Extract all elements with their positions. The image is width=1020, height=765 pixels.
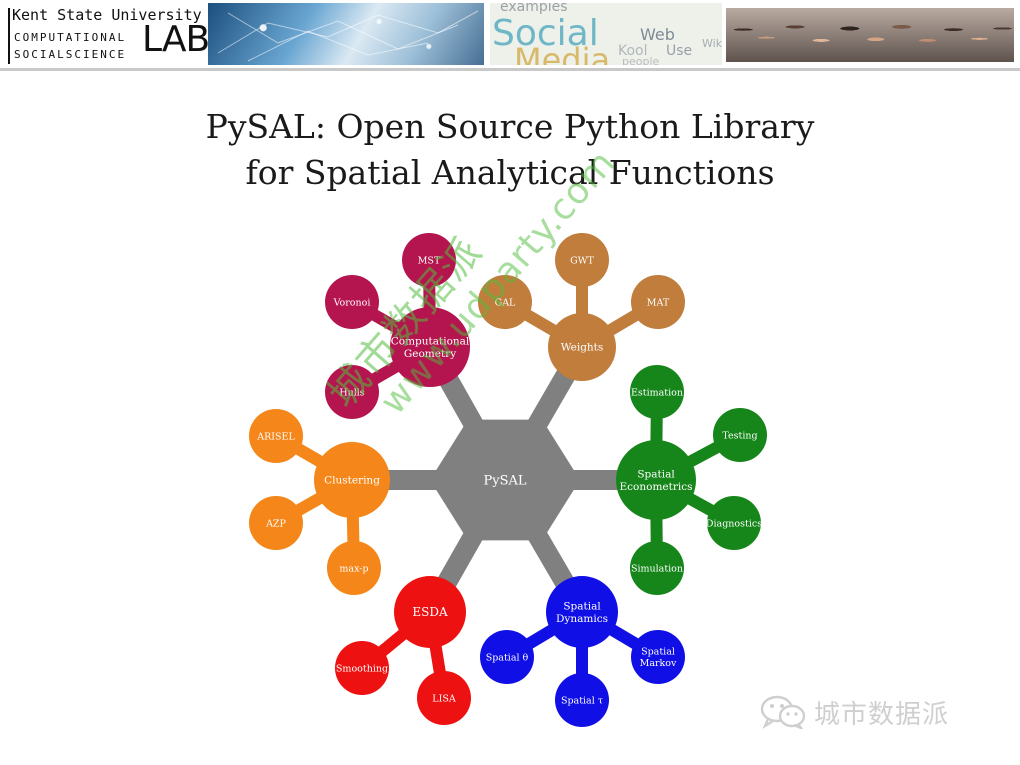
leaf-node (480, 630, 534, 684)
branch-node-dynamics (546, 576, 618, 648)
leaf-node-label: Smoothing (336, 663, 388, 674)
branch-node-geometry (390, 307, 470, 387)
leaf-node (631, 275, 685, 329)
leaf-node-label: Spatial θ (486, 652, 529, 663)
logo-line-computational: COMPUTATIONAL (14, 31, 127, 44)
leaf-node (630, 365, 684, 419)
network-banner-image (208, 3, 484, 65)
leaf-node (707, 496, 761, 550)
leaf-node (713, 408, 767, 462)
leaf-node-label: MST (418, 255, 441, 266)
slide-title-line2: for Spatial Analytical Functions (245, 153, 775, 192)
banner-word: Wiki (702, 37, 722, 50)
leaf-node (335, 641, 389, 695)
logo-divider (8, 8, 10, 64)
slide-title-line1: PySAL: Open Source Python Library (205, 107, 815, 146)
leaf-node (325, 365, 379, 419)
logo-university-name: Kent State University (12, 6, 202, 24)
leaf-node-label: max-p (339, 563, 368, 574)
leaf-node-label: LISA (432, 693, 456, 704)
leaf-node (249, 409, 303, 463)
branch-node-econometrics (616, 440, 696, 520)
banner-word: Web (640, 25, 675, 44)
leaf-node-label: GAL (495, 297, 516, 308)
slide-title: PySAL: Open Source Python Library for Sp… (0, 104, 1020, 196)
leaf-node-label: MAT (647, 297, 670, 308)
crowd-photo (726, 8, 1014, 62)
leaf-node-label: Testing (722, 430, 757, 441)
branch-node-clustering (314, 442, 390, 518)
wechat-icon (760, 695, 806, 731)
logo-line-socialscience: SOCIALSCIENCE (14, 48, 127, 61)
leaf-node-label: Estimation (631, 387, 683, 398)
banner-word: Media (514, 41, 611, 65)
banner-word: examples (500, 3, 568, 15)
leaf-node-label: Spatial τ (561, 695, 603, 706)
leaf-node (417, 671, 471, 725)
leaf-node (630, 541, 684, 595)
banner-word: people (622, 55, 660, 65)
leaf-node (555, 673, 609, 727)
network-lines (217, 10, 479, 62)
leaf-node-label: Simulation (631, 563, 683, 574)
banner-word: Social (492, 13, 599, 54)
leaf-node-label: AZP (265, 518, 286, 529)
header-banner: Kent State University COMPUTATIONAL SOCI… (0, 0, 1020, 71)
leaf-node (325, 275, 379, 329)
kent-state-logo: Kent State University COMPUTATIONAL SOCI… (8, 4, 210, 64)
leaf-node-label: Diagnostics (706, 518, 762, 529)
leaf-node (631, 630, 685, 684)
leaf-node (249, 496, 303, 550)
leaf-node (327, 541, 381, 595)
branch-node-weights (548, 313, 616, 381)
leaf-node-label: GWT (570, 255, 594, 266)
center-node-pysal (432, 419, 578, 541)
branch-node-label: Clustering (324, 475, 380, 487)
branch-node-esda (394, 576, 466, 648)
wechat-account-mark: 城市数据派 (760, 692, 949, 732)
branch-node-label: ESDA (412, 605, 448, 619)
leaf-node (402, 233, 456, 287)
logo-lab: LAB (142, 19, 210, 60)
center-node-label: PySAL (483, 474, 526, 489)
branch-node-label: Weights (561, 342, 604, 354)
leaf-node-label: Hulls (339, 387, 364, 398)
wechat-account-name: 城市数据派 (814, 699, 950, 730)
leaf-node (478, 275, 532, 329)
leaf-node-label: Voronoi (333, 297, 371, 308)
banner-word: Use (666, 43, 693, 59)
leaf-node-label: ARISEL (256, 431, 295, 442)
banner-word: Kool (618, 43, 648, 59)
leaf-node (555, 233, 609, 287)
